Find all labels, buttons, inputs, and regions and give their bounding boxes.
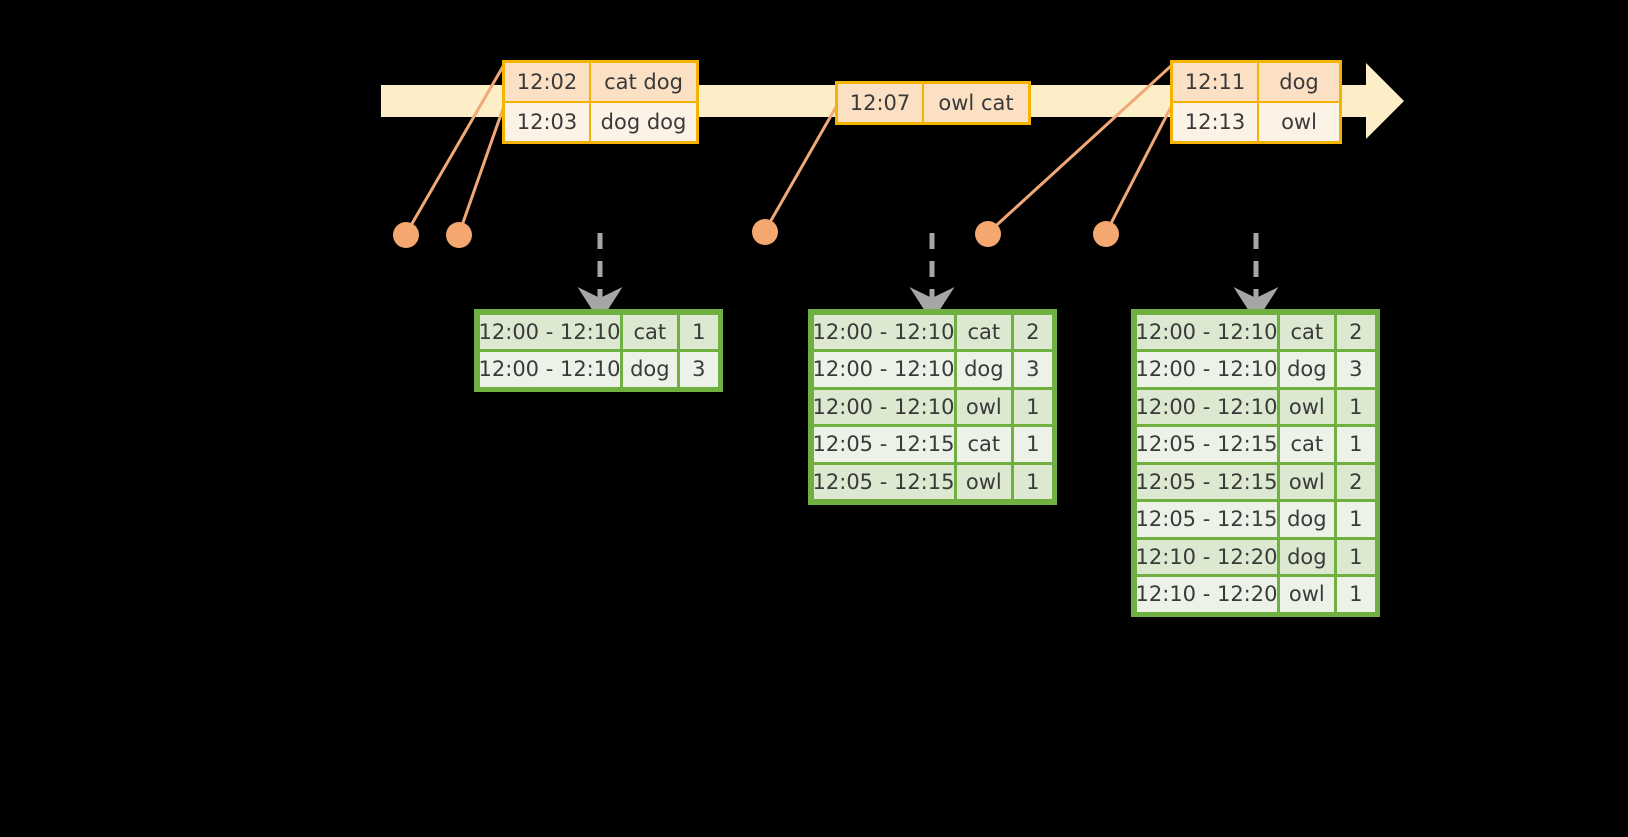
cell-count: 3	[1337, 352, 1375, 387]
table-row[interactable]: 12:00 - 12:10 dog 3	[1135, 351, 1376, 389]
event-words: dog dog	[591, 103, 696, 141]
result-table-1[interactable]: 12:00 - 12:10 cat 1 12:00 - 12:10 dog 3	[474, 309, 723, 392]
cell-count: 3	[680, 352, 718, 387]
event-words: owl	[1259, 103, 1339, 141]
table-row[interactable]: 12:05 - 12:15 dog 1	[1135, 501, 1376, 539]
cell-window: 12:00 - 12:10	[1136, 352, 1277, 387]
table-row[interactable]: 12:05 - 12:15 owl 2	[1135, 463, 1376, 501]
cell-count: 1	[1014, 427, 1052, 462]
table-row[interactable]: 12:05 - 12:15 owl 1	[812, 463, 1053, 501]
cell-window: 12:00 - 12:10	[1136, 314, 1277, 349]
cell-word: dog	[956, 352, 1012, 387]
cell-count: 1	[1014, 389, 1052, 424]
cell-count: 1	[1337, 502, 1375, 537]
cell-window: 12:05 - 12:15	[813, 427, 954, 462]
table-row[interactable]: 12:00 - 12:10 dog 3	[812, 351, 1053, 389]
cell-count: 2	[1337, 314, 1375, 349]
cell-word: dog	[1279, 502, 1335, 537]
cell-window: 12:10 - 12:20	[1136, 539, 1277, 574]
cell-word: cat	[1279, 427, 1335, 462]
cell-count: 1	[680, 314, 718, 349]
event-time: 12:11	[1173, 63, 1259, 101]
cell-window: 12:05 - 12:15	[1136, 502, 1277, 537]
event-words: dog	[1259, 63, 1339, 101]
emit-arrows	[577, 233, 1279, 322]
result-table-2[interactable]: 12:00 - 12:10 cat 2 12:00 - 12:10 dog 3 …	[808, 309, 1057, 505]
cell-count: 1	[1337, 389, 1375, 424]
table-row[interactable]: 12:10 - 12:20 owl 1	[1135, 576, 1376, 614]
cell-word: cat	[1279, 314, 1335, 349]
cell-count: 2	[1337, 464, 1375, 499]
event-row[interactable]: 12:11 dog	[1173, 63, 1339, 101]
cell-window: 12:00 - 12:10	[813, 314, 954, 349]
event-row[interactable]: 12:07 owl cat	[838, 84, 1028, 122]
cell-word: cat	[622, 314, 678, 349]
cell-count: 3	[1014, 352, 1052, 387]
cell-count: 1	[1337, 539, 1375, 574]
cell-window: 12:05 - 12:15	[1136, 464, 1277, 499]
table-row[interactable]: 12:05 - 12:15 cat 1	[812, 426, 1053, 464]
table-row[interactable]: 12:00 - 12:10 cat 2	[1135, 313, 1376, 351]
cell-word: owl	[1279, 464, 1335, 499]
table-row[interactable]: 12:05 - 12:15 cat 1	[1135, 426, 1376, 464]
table-row[interactable]: 12:00 - 12:10 cat 2	[812, 313, 1053, 351]
processing-time-dot-4	[975, 221, 1001, 247]
cell-word: owl	[956, 389, 1012, 424]
processing-time-dots	[393, 219, 1119, 248]
cell-count: 2	[1014, 314, 1052, 349]
cell-window: 12:10 - 12:20	[1136, 577, 1277, 612]
cell-word: owl	[956, 464, 1012, 499]
event-row[interactable]: 12:03 dog dog	[505, 101, 696, 141]
cell-window: 12:05 - 12:15	[813, 464, 954, 499]
event-time: 12:02	[505, 63, 591, 101]
cell-word: dog	[1279, 539, 1335, 574]
cell-window: 12:00 - 12:10	[813, 352, 954, 387]
event-time: 12:03	[505, 103, 591, 141]
table-row[interactable]: 12:00 - 12:10 dog 3	[478, 351, 719, 389]
table-row[interactable]: 12:00 - 12:10 owl 1	[1135, 388, 1376, 426]
cell-window: 12:00 - 12:10	[813, 389, 954, 424]
cell-window: 12:05 - 12:15	[1136, 427, 1277, 462]
cell-word: cat	[956, 427, 1012, 462]
event-row[interactable]: 12:02 cat dog	[505, 63, 696, 101]
table-row[interactable]: 12:00 - 12:10 owl 1	[812, 388, 1053, 426]
processing-time-dot-5	[1093, 221, 1119, 247]
cell-count: 1	[1337, 577, 1375, 612]
cell-word: dog	[1279, 352, 1335, 387]
event-time: 12:07	[838, 84, 924, 122]
cell-count: 1	[1337, 427, 1375, 462]
cell-word: owl	[1279, 577, 1335, 612]
cell-word: owl	[1279, 389, 1335, 424]
event-row[interactable]: 12:13 owl	[1173, 101, 1339, 141]
cell-window: 12:00 - 12:10	[479, 352, 620, 387]
processing-time-dot-2	[446, 222, 472, 248]
table-row[interactable]: 12:10 - 12:20 dog 1	[1135, 538, 1376, 576]
cell-count: 1	[1014, 464, 1052, 499]
processing-time-dot-1	[393, 222, 419, 248]
event-words: owl cat	[924, 84, 1028, 122]
processing-time-dot-3	[752, 219, 778, 245]
cell-window: 12:00 - 12:10	[1136, 389, 1277, 424]
event-words: cat dog	[591, 63, 696, 101]
event-time: 12:13	[1173, 103, 1259, 141]
cell-word: cat	[956, 314, 1012, 349]
cell-word: dog	[622, 352, 678, 387]
event-group-2[interactable]: 12:07 owl cat	[835, 81, 1031, 125]
result-table-3[interactable]: 12:00 - 12:10 cat 2 12:00 - 12:10 dog 3 …	[1131, 309, 1380, 617]
table-row[interactable]: 12:00 - 12:10 cat 1	[478, 313, 719, 351]
event-group-3[interactable]: 12:11 dog 12:13 owl	[1170, 60, 1342, 144]
cell-window: 12:00 - 12:10	[479, 314, 620, 349]
event-group-1[interactable]: 12:02 cat dog 12:03 dog dog	[502, 60, 699, 144]
